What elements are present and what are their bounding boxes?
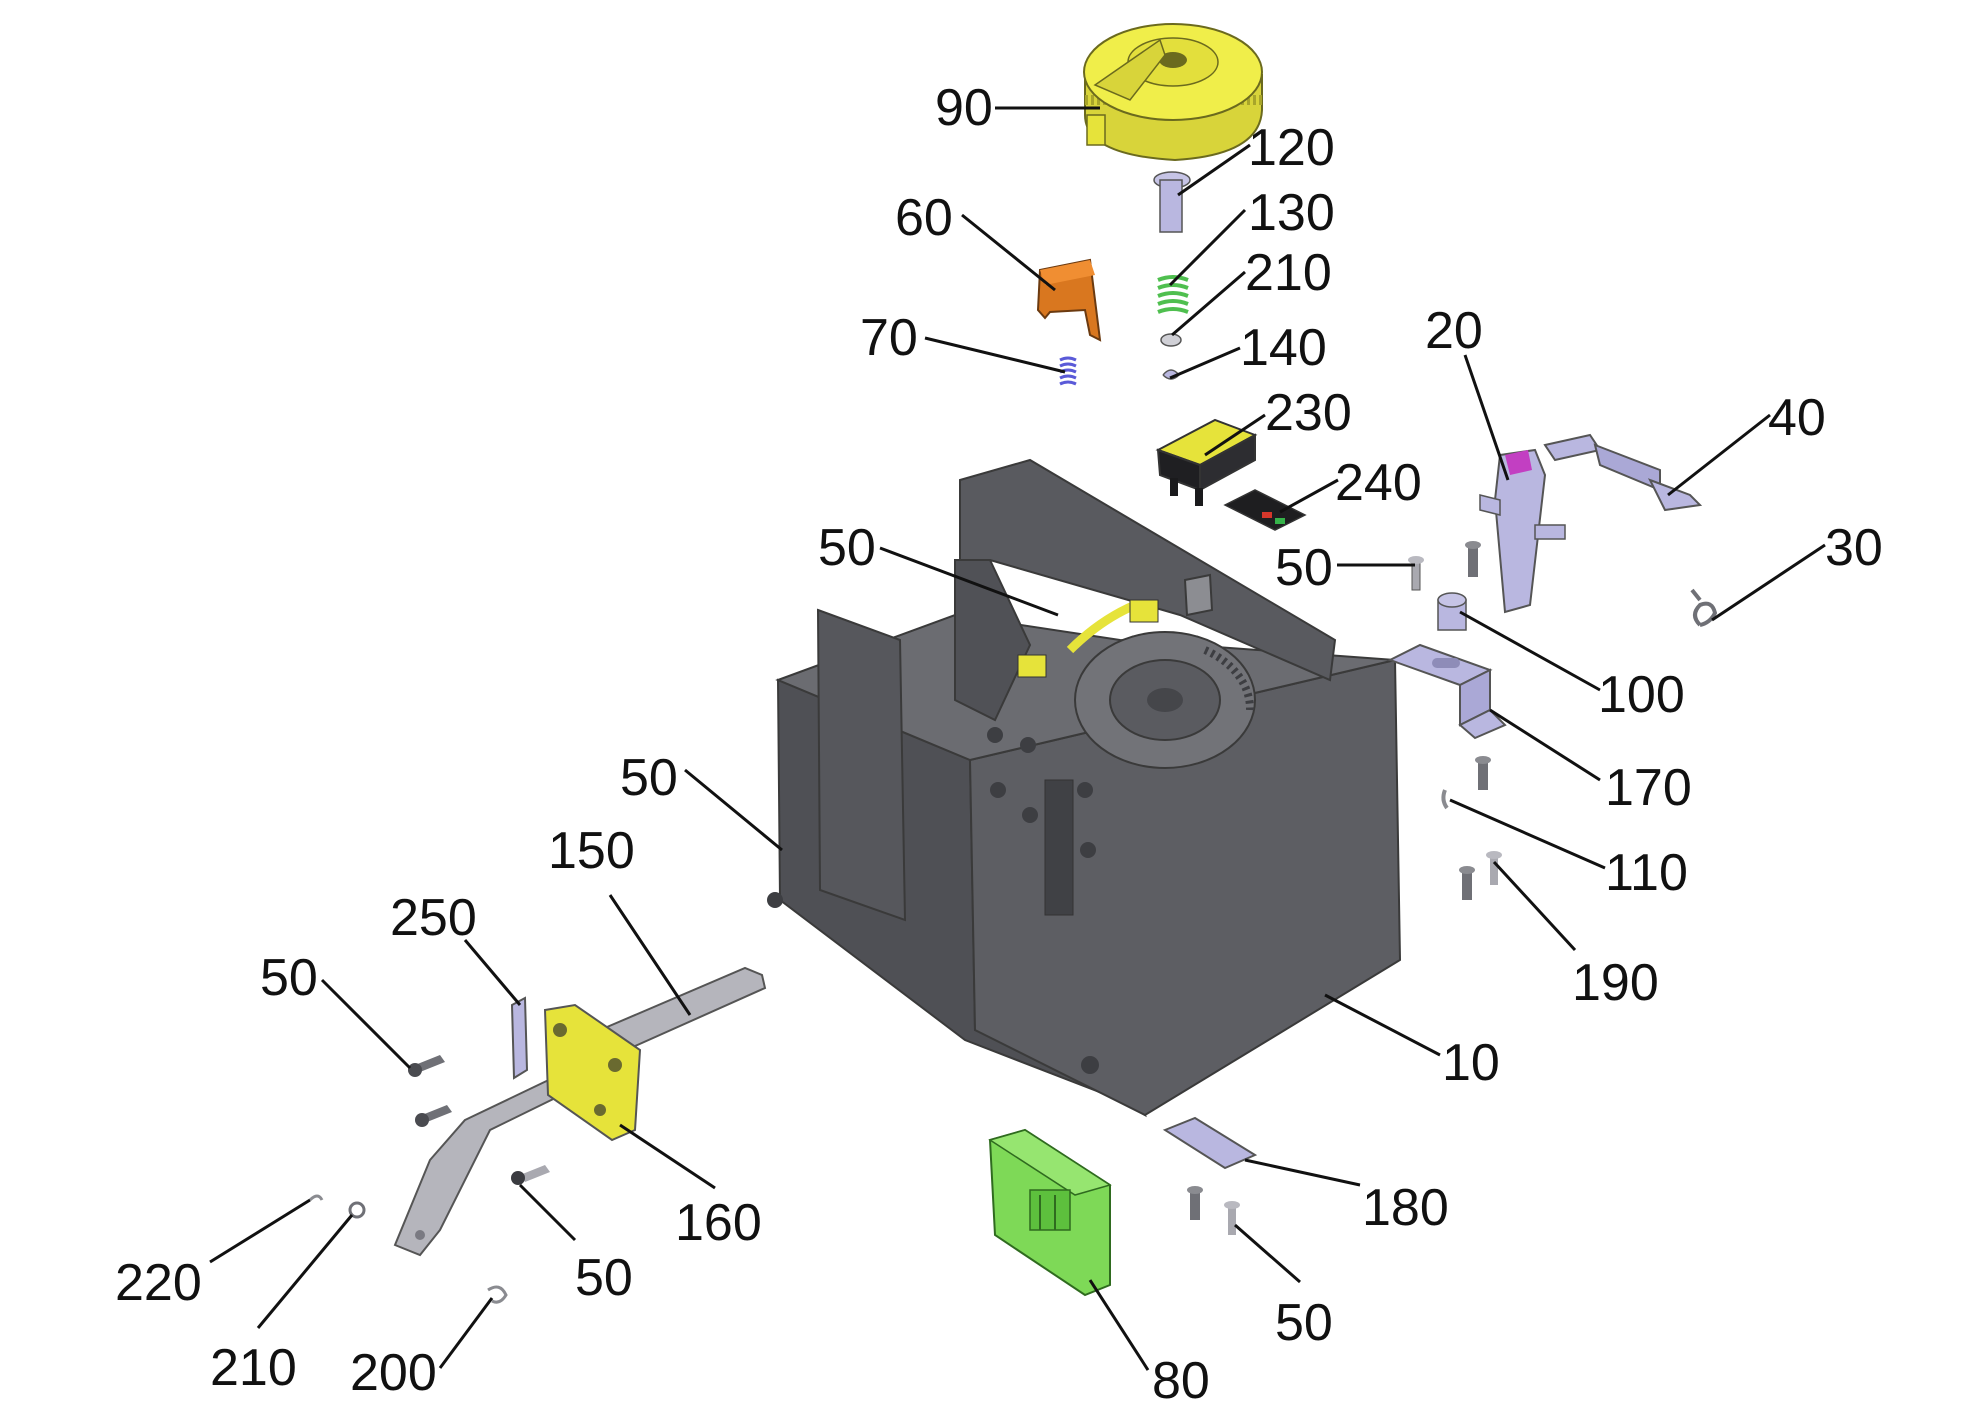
callout-210-bottom: 210 (210, 1339, 297, 1397)
callout-190: 190 (1572, 954, 1659, 1012)
bushing-part-100 (1437, 592, 1467, 631)
callout-180: 180 (1362, 1179, 1449, 1237)
callout-100: 100 (1598, 666, 1685, 724)
screw-right-3 (1459, 866, 1475, 900)
callout-230: 230 (1265, 384, 1352, 442)
plate-part-180 (1162, 1116, 1258, 1170)
callout-labels: 90 120 60 130 210 70 140 20 40 230 240 5… (115, 79, 1883, 1406)
pin-part-110 (1441, 789, 1449, 810)
washer-part-210-bottom (348, 1201, 366, 1219)
callout-170: 170 (1605, 759, 1692, 817)
callout-60: 60 (895, 189, 953, 247)
clip-part-200 (487, 1285, 508, 1304)
spring-part-70 (1059, 356, 1077, 386)
callout-200: 200 (350, 1344, 437, 1402)
callout-240: 240 (1335, 454, 1422, 512)
callout-40: 40 (1768, 389, 1826, 447)
bracket-part-170 (1387, 643, 1507, 740)
switch-part-230 (1155, 418, 1258, 506)
callout-250: 250 (390, 889, 477, 947)
callout-10: 10 (1442, 1034, 1500, 1092)
callout-130: 130 (1248, 184, 1335, 242)
screw-part-190 (1486, 851, 1502, 885)
callout-160: 160 (675, 1194, 762, 1252)
callout-30: 30 (1825, 519, 1883, 577)
screw-part-50-right (1408, 556, 1424, 591)
screw-right-2 (1475, 756, 1491, 790)
callout-50-bottom-right: 50 (1275, 1294, 1333, 1352)
lever-part-20 (1479, 448, 1566, 614)
screw-right-1 (1465, 541, 1481, 577)
callout-220: 220 (115, 1254, 202, 1312)
pin-part-120 (1153, 171, 1191, 233)
callout-70: 70 (860, 309, 918, 367)
washer-part-210-top (1160, 333, 1182, 347)
screw-bottom-2 (1224, 1201, 1240, 1235)
callout-50-mid-left: 50 (620, 749, 678, 807)
callout-150: 150 (548, 822, 635, 880)
connector-part-80 (988, 1128, 1112, 1297)
callout-50-bottom-left: 50 (575, 1249, 633, 1307)
spring-part-30 (1690, 588, 1718, 627)
callout-140: 140 (1240, 319, 1327, 377)
callout-50-left: 50 (260, 949, 318, 1007)
callout-20: 20 (1425, 302, 1483, 360)
callout-110: 110 (1605, 844, 1688, 902)
leader-lines (209, 106, 1826, 1371)
callout-50-top-left: 50 (818, 519, 876, 577)
callout-80: 80 (1152, 1352, 1210, 1406)
callout-210: 210 (1245, 244, 1332, 302)
callout-50-top-right: 50 (1275, 539, 1333, 597)
plate-part-250 (510, 996, 529, 1080)
screw-left-1 (408, 1055, 445, 1077)
pin-part-220 (308, 1194, 324, 1202)
spring-part-130 (1157, 275, 1189, 314)
bracket-part-40 (1543, 433, 1703, 512)
screw-left-3 (511, 1165, 550, 1185)
plate-part-160 (543, 1003, 642, 1142)
screw-left-2 (415, 1105, 452, 1127)
clip-part-60 (1036, 258, 1102, 342)
screw-bottom-1 (1187, 1186, 1203, 1220)
callout-120: 120 (1248, 119, 1335, 177)
knob-part-90 (1083, 23, 1263, 162)
housing-part-10 (767, 458, 1402, 1118)
callout-90: 90 (935, 79, 993, 137)
label-part-240 (1223, 489, 1307, 531)
